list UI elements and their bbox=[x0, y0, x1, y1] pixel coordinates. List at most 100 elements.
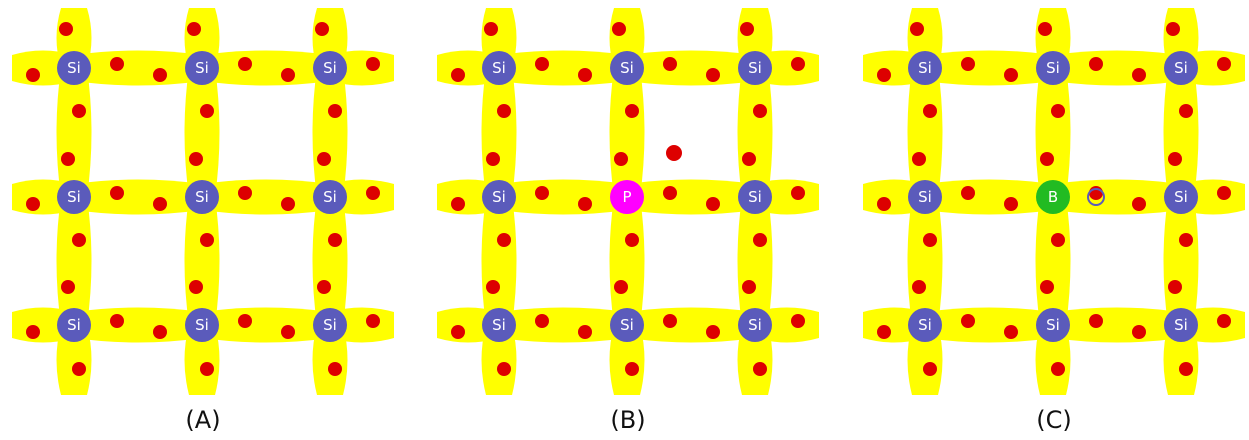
silicon-atom-label: Si bbox=[323, 59, 337, 77]
valence-electron bbox=[153, 197, 167, 211]
valence-electron bbox=[535, 314, 549, 328]
valence-electron bbox=[578, 68, 592, 82]
covalent-bond bbox=[925, 308, 1053, 343]
valence-electron bbox=[923, 362, 937, 376]
valence-electron bbox=[366, 186, 380, 200]
covalent-bond bbox=[499, 51, 627, 86]
valence-electron bbox=[110, 314, 124, 328]
covalent-bond bbox=[202, 51, 330, 86]
valence-electron bbox=[742, 152, 756, 166]
valence-electron bbox=[1040, 280, 1054, 294]
valence-electron bbox=[61, 280, 75, 294]
valence-electron bbox=[1217, 314, 1231, 328]
valence-electron bbox=[923, 233, 937, 247]
covalent-bond bbox=[1053, 308, 1181, 343]
valence-electron bbox=[486, 152, 500, 166]
panel-b-caption: (B) bbox=[610, 406, 645, 434]
silicon-atom-label: Si bbox=[620, 316, 634, 334]
boron-atom-label: B bbox=[1048, 188, 1058, 206]
covalent-bond bbox=[482, 197, 517, 325]
valence-electron bbox=[497, 362, 511, 376]
valence-electron bbox=[153, 68, 167, 82]
silicon-atom-label: Si bbox=[323, 316, 337, 334]
covalent-bond bbox=[925, 51, 1053, 86]
valence-electron bbox=[451, 325, 465, 339]
valence-electron bbox=[663, 57, 677, 71]
valence-electron bbox=[740, 22, 754, 36]
valence-electron bbox=[238, 314, 252, 328]
valence-electron bbox=[663, 314, 677, 328]
covalent-bond bbox=[57, 197, 92, 325]
valence-electron bbox=[72, 362, 86, 376]
silicon-atom-label: Si bbox=[1174, 316, 1188, 334]
valence-electron bbox=[1179, 233, 1193, 247]
covalent-bond bbox=[1053, 51, 1181, 86]
valence-electron bbox=[1004, 197, 1018, 211]
valence-electron bbox=[1132, 68, 1146, 82]
valence-electron bbox=[281, 68, 295, 82]
valence-electron bbox=[315, 22, 329, 36]
silicon-atom-label: Si bbox=[323, 188, 337, 206]
silicon-atom-label: Si bbox=[492, 188, 506, 206]
covalent-bond bbox=[738, 197, 773, 325]
covalent-bond bbox=[202, 308, 330, 343]
valence-electron bbox=[1217, 57, 1231, 71]
valence-electron bbox=[451, 68, 465, 82]
silicon-atom-label: Si bbox=[748, 59, 762, 77]
valence-electron bbox=[61, 152, 75, 166]
covalent-bond bbox=[925, 180, 1053, 215]
valence-electron bbox=[200, 104, 214, 118]
valence-electron bbox=[663, 186, 677, 200]
silicon-atom-label: Si bbox=[492, 316, 506, 334]
valence-electron bbox=[189, 280, 203, 294]
silicon-atom-label: Si bbox=[195, 316, 209, 334]
valence-electron bbox=[912, 280, 926, 294]
covalent-bond bbox=[908, 197, 943, 325]
valence-electron bbox=[612, 22, 626, 36]
free-electron bbox=[666, 145, 682, 161]
valence-electron bbox=[200, 362, 214, 376]
valence-electron bbox=[1179, 362, 1193, 376]
covalent-bond bbox=[499, 308, 627, 343]
silicon-atom-label: Si bbox=[67, 316, 81, 334]
panel-a-caption: (A) bbox=[185, 406, 220, 434]
valence-electron bbox=[706, 325, 720, 339]
covalent-bond bbox=[202, 180, 330, 215]
valence-electron bbox=[753, 233, 767, 247]
valence-electron bbox=[877, 197, 891, 211]
valence-electron bbox=[1089, 314, 1103, 328]
covalent-bond bbox=[74, 308, 202, 343]
covalent-bond bbox=[1036, 197, 1071, 325]
valence-electron bbox=[961, 314, 975, 328]
valence-electron bbox=[238, 57, 252, 71]
valence-electron bbox=[961, 57, 975, 71]
valence-electron bbox=[26, 197, 40, 211]
covalent-bond bbox=[499, 180, 627, 215]
valence-electron bbox=[451, 197, 465, 211]
covalent-bond bbox=[313, 197, 348, 325]
valence-electron bbox=[1051, 104, 1065, 118]
phosphorus-atom-label: P bbox=[622, 188, 631, 206]
valence-electron bbox=[1166, 22, 1180, 36]
silicon-atom-label: Si bbox=[67, 59, 81, 77]
covalent-bond bbox=[738, 68, 773, 197]
valence-electron bbox=[625, 233, 639, 247]
silicon-atom-label: Si bbox=[1046, 316, 1060, 334]
valence-electron bbox=[200, 233, 214, 247]
valence-electron bbox=[317, 280, 331, 294]
valence-electron bbox=[26, 68, 40, 82]
covalent-bond bbox=[1053, 180, 1181, 215]
valence-electron bbox=[753, 362, 767, 376]
silicon-atom-label: Si bbox=[918, 316, 932, 334]
covalent-bond bbox=[482, 68, 517, 197]
valence-electron bbox=[1168, 280, 1182, 294]
covalent-bond bbox=[74, 180, 202, 215]
covalent-bond bbox=[908, 68, 943, 197]
valence-electron bbox=[877, 325, 891, 339]
valence-electron bbox=[742, 280, 756, 294]
silicon-atom-label: Si bbox=[918, 59, 932, 77]
valence-electron bbox=[317, 152, 331, 166]
